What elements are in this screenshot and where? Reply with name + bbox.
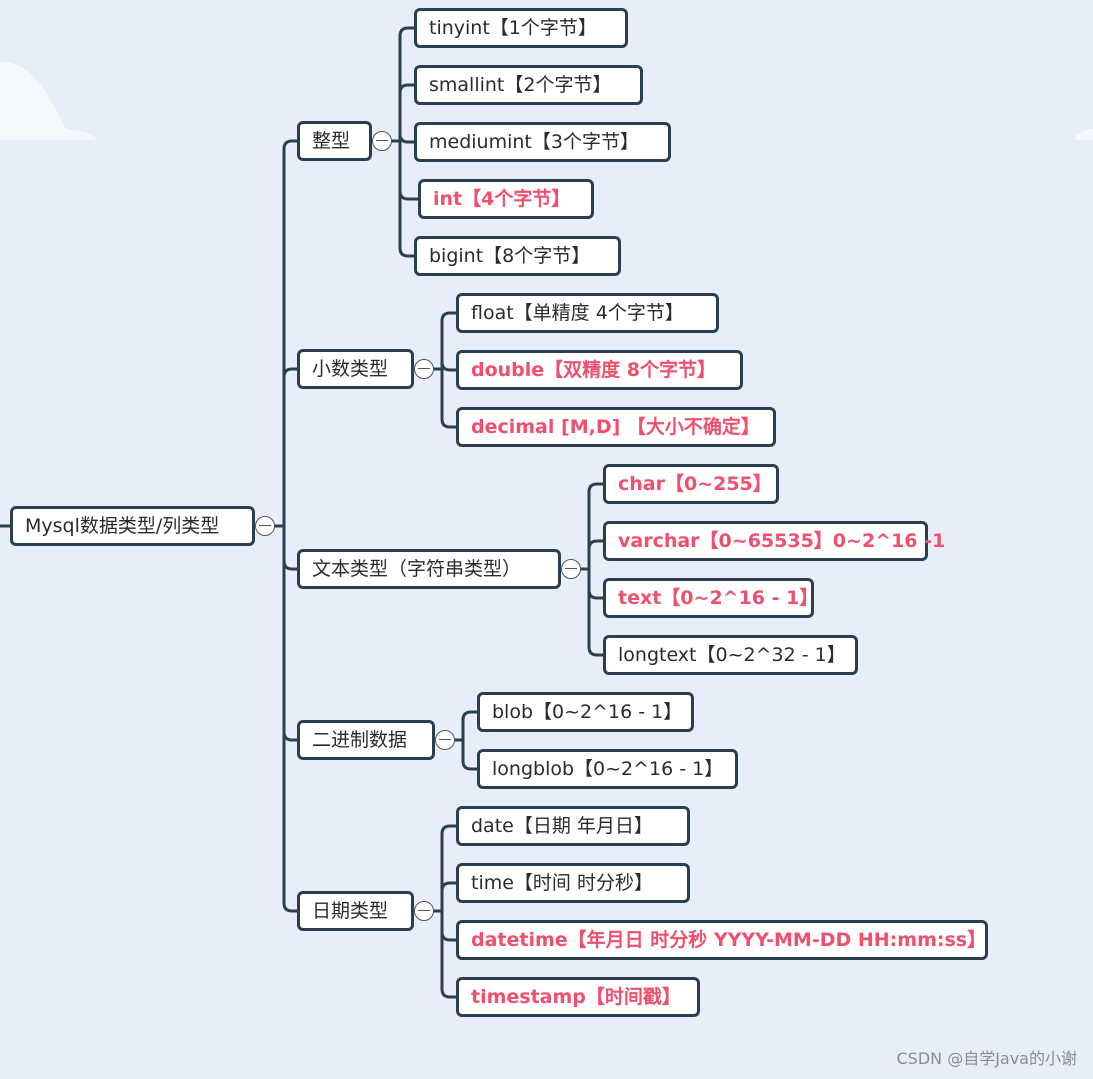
watermark: CSDN @自学Java的小谢	[896, 1049, 1077, 1068]
leaf-datetime[interactable]: datetime【年月日 时分秒 YYYY-MM-DD HH:mm:ss】	[456, 920, 988, 960]
leaf-varchar[interactable]: varchar【0~65535】0~2^16 -1	[603, 521, 945, 561]
leaf-float[interactable]: float【单精度 4个字节】	[456, 293, 719, 333]
leaf-label: char【0~255】	[618, 473, 772, 495]
branch-binary-data[interactable]: 二进制数据	[297, 720, 435, 760]
branch-label: 日期类型	[312, 900, 389, 922]
leaf-blob[interactable]: blob【0~2^16 - 1】	[477, 692, 694, 732]
leaf-smallint[interactable]: smallint【2个字节】	[414, 65, 643, 105]
leaf-label: int【4个字节】	[433, 188, 571, 210]
leaf-time[interactable]: time【时间 时分秒】	[456, 863, 690, 903]
branch-label: 小数类型	[312, 358, 389, 380]
leaf-label: longblob【0~2^16 - 1】	[492, 758, 724, 780]
leaf-char[interactable]: char【0~255】	[603, 464, 779, 504]
leaf-label: tinyint【1个字节】	[429, 17, 597, 39]
leaf-label: smallint【2个字节】	[429, 74, 612, 96]
leaf-decimal[interactable]: decimal [M,D] 【大小不确定】	[456, 407, 776, 447]
leaf-tinyint[interactable]: tinyint【1个字节】	[414, 8, 628, 48]
leaf-label: varchar【0~65535】0~2^16 -1	[618, 530, 946, 552]
leaf-longblob[interactable]: longblob【0~2^16 - 1】	[477, 749, 738, 789]
leaf-int[interactable]: int【4个字节】	[418, 179, 594, 219]
leaf-label: float【单精度 4个字节】	[471, 302, 684, 324]
leaf-double[interactable]: double【双精度 8个字节】	[456, 350, 743, 390]
branch-decimal-types[interactable]: 小数类型	[297, 349, 414, 389]
leaf-label: timestamp【时间戳】	[471, 986, 681, 1008]
branch-label: 二进制数据	[312, 729, 408, 751]
collapse-toggle-integer[interactable]	[372, 131, 392, 151]
leaf-label: datetime【年月日 时分秒 YYYY-MM-DD HH:mm:ss】	[471, 929, 987, 951]
leaf-bigint[interactable]: bigint【8个字节】	[414, 236, 621, 276]
leaf-mediumint[interactable]: mediumint【3个字节】	[414, 122, 671, 162]
leaf-label: time【时间 时分秒】	[471, 872, 653, 894]
leaf-date[interactable]: date【日期 年月日】	[456, 806, 690, 846]
leaf-label: longtext【0~2^32 - 1】	[618, 644, 846, 666]
leaf-label: bigint【8个字节】	[429, 245, 591, 267]
leaf-text[interactable]: text【0~2^16 - 1】	[603, 578, 818, 618]
leaf-timestamp[interactable]: timestamp【时间戳】	[456, 977, 700, 1017]
branch-text-types[interactable]: 文本类型（字符串类型）	[297, 549, 561, 589]
leaf-label: double【双精度 8个字节】	[471, 359, 717, 381]
collapse-toggle-decimal-types[interactable]	[414, 359, 434, 379]
branch-date-types[interactable]: 日期类型	[297, 891, 414, 931]
collapse-toggle-binary-data[interactable]	[435, 730, 455, 750]
leaf-label: text【0~2^16 - 1】	[618, 587, 819, 609]
leaf-label: mediumint【3个字节】	[429, 131, 639, 153]
branch-label: 整型	[312, 130, 351, 152]
branch-label: 文本类型（字符串类型）	[312, 558, 522, 580]
root-label: Mysql数据类型/列类型	[25, 515, 220, 537]
collapse-toggle-text-types[interactable]	[561, 559, 581, 579]
leaf-label: decimal [M,D] 【大小不确定】	[471, 416, 760, 438]
root-node[interactable]: Mysql数据类型/列类型	[10, 506, 255, 546]
leaf-label: date【日期 年月日】	[471, 815, 653, 837]
leaf-longtext[interactable]: longtext【0~2^32 - 1】	[603, 635, 858, 675]
collapse-toggle-root[interactable]	[255, 516, 275, 536]
branch-integer[interactable]: 整型	[297, 121, 372, 161]
leaf-label: blob【0~2^16 - 1】	[492, 701, 683, 723]
collapse-toggle-date-types[interactable]	[414, 901, 434, 921]
